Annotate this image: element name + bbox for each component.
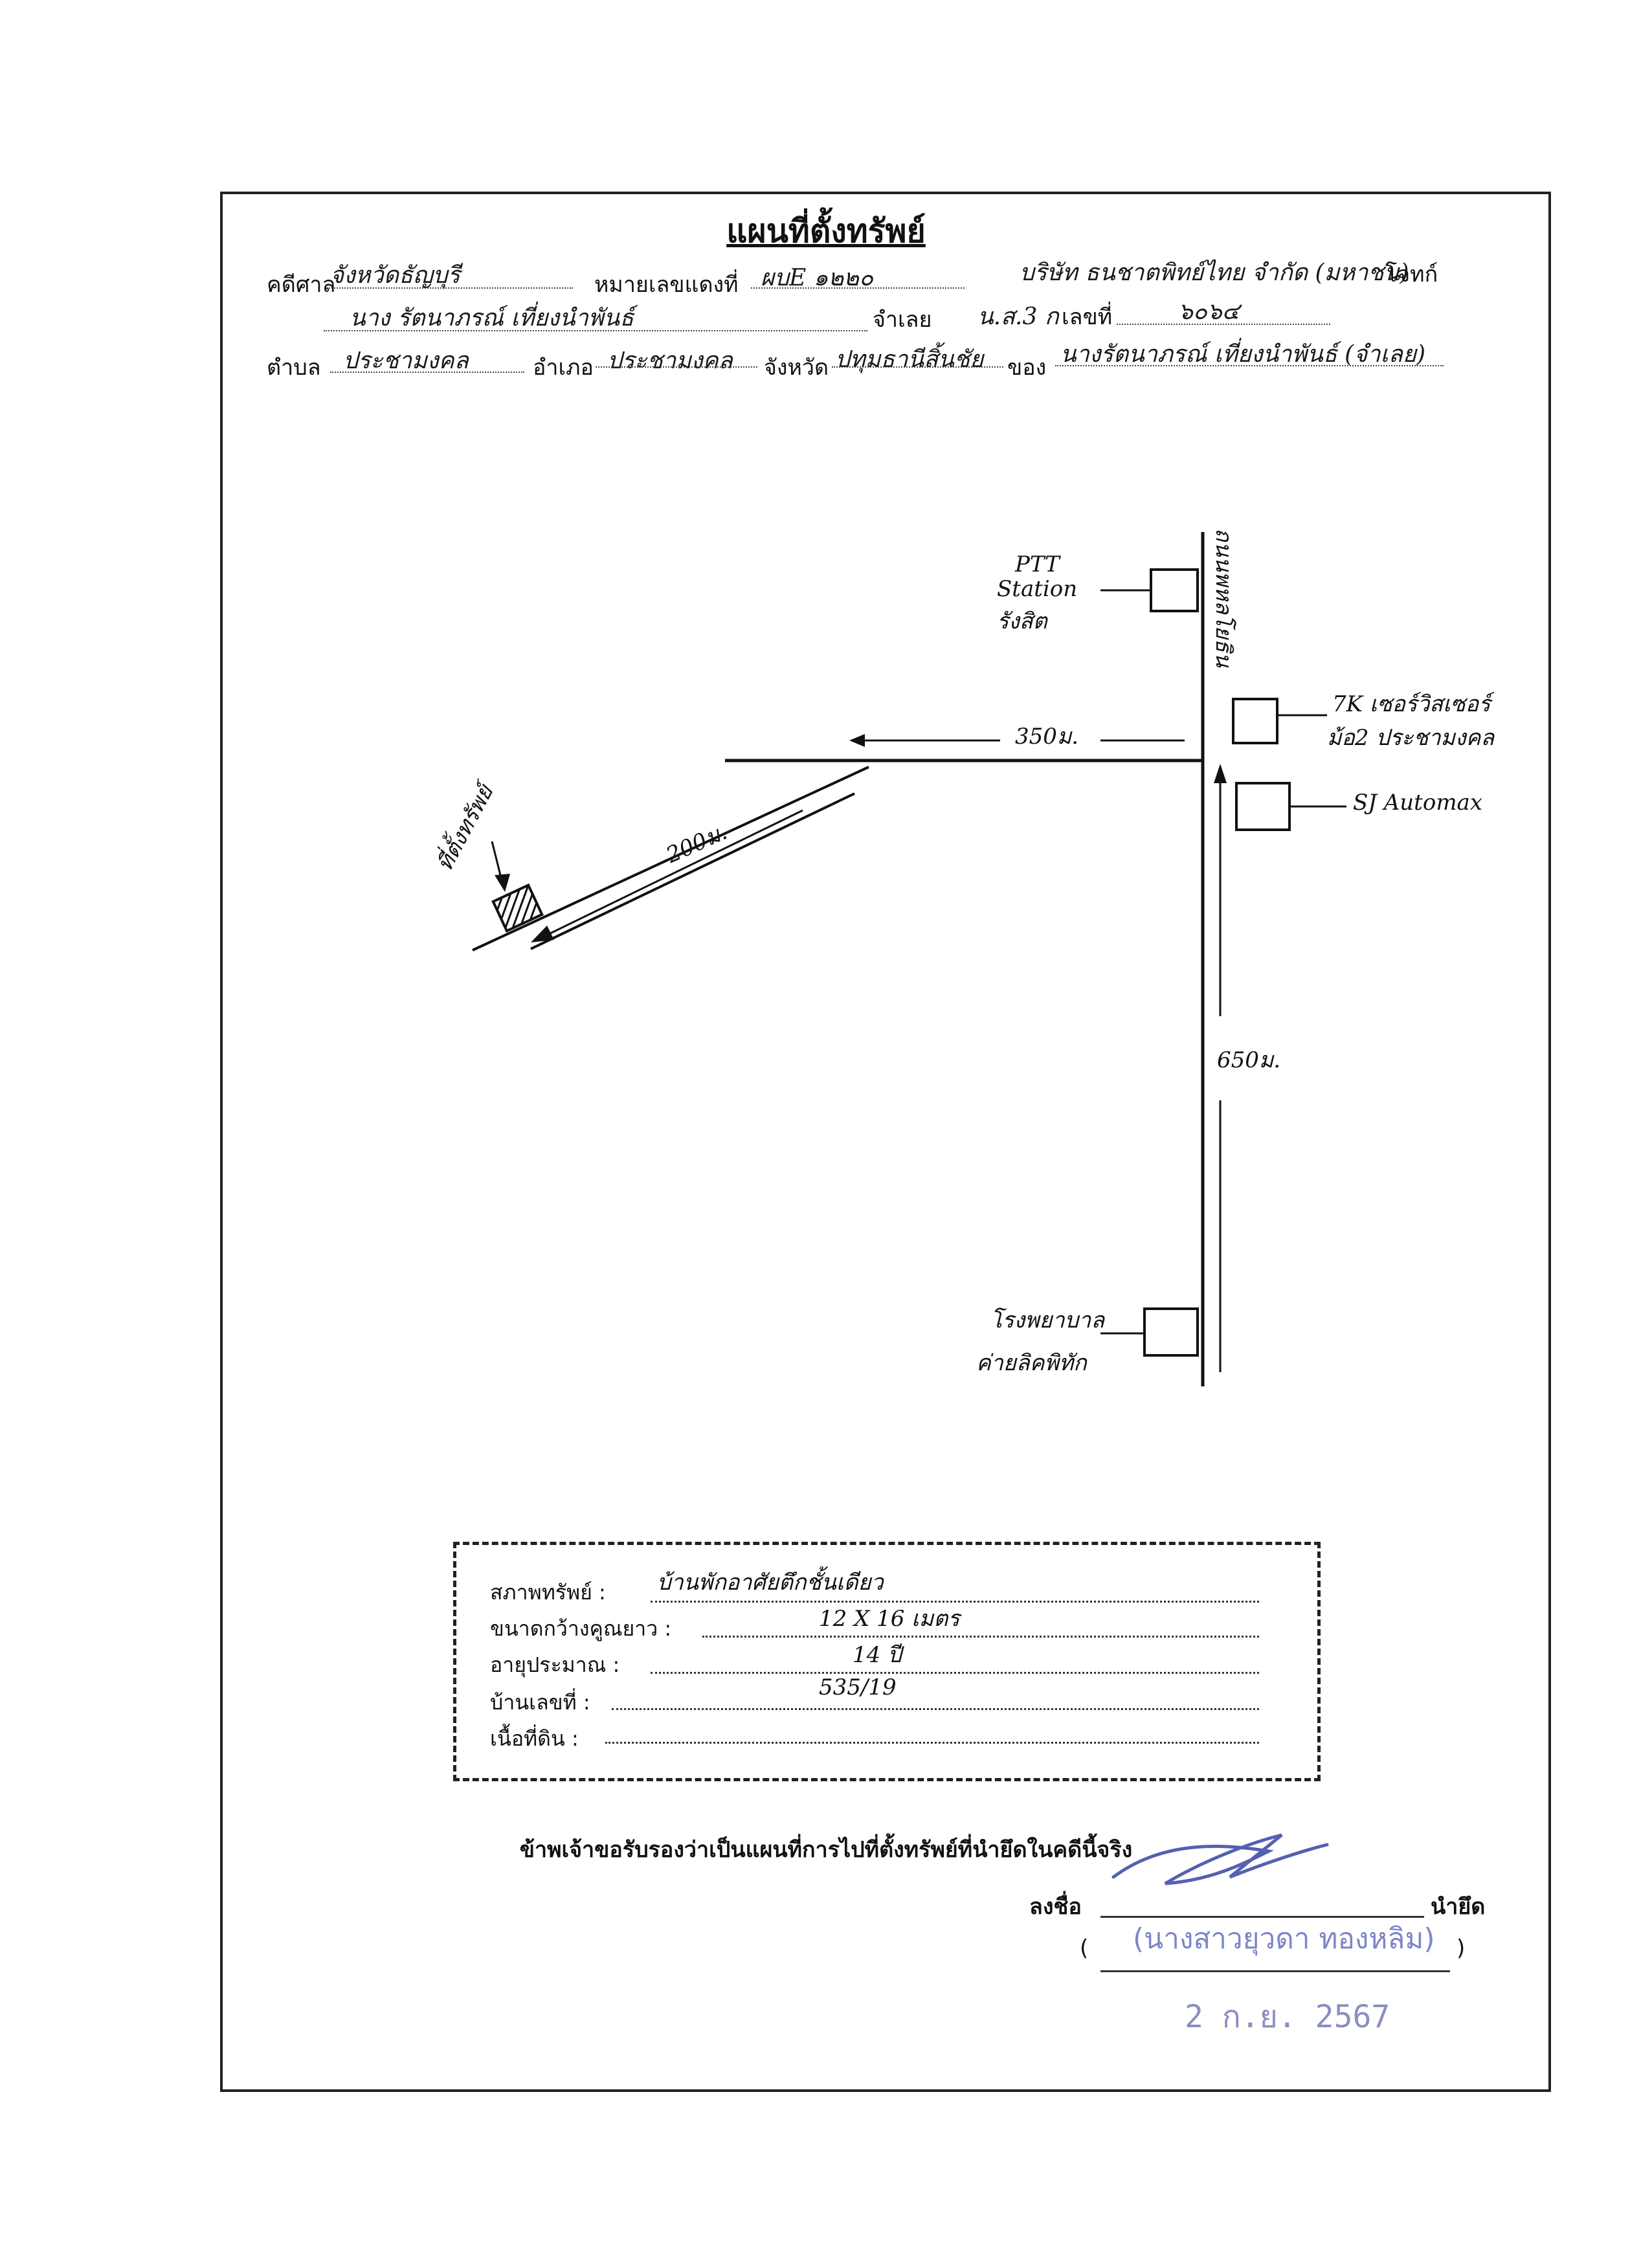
automax-label: SJ Automax (1353, 790, 1482, 816)
defendant-underline (324, 330, 867, 331)
province-label: จังหวัด (764, 355, 829, 381)
subdistrict-label: ตำบล (267, 355, 321, 381)
house-no-label: บ้านเลขที่ : (490, 1690, 590, 1715)
owner-value: นางรัตนาภรณ์ เที่ยงนำพันธ์ (จำเลย) (1060, 341, 1425, 368)
defendant-label: จำเลย (873, 307, 932, 333)
district-underline (596, 366, 757, 368)
owner-underline (1055, 365, 1444, 366)
hospital-label-2: ค่ายลิคพิทัก (976, 1350, 1087, 1376)
province-value: ปทุมธานีสิ้นชัย (835, 346, 984, 373)
land-label: เนื้อที่ดิน : (490, 1726, 579, 1751)
defendant-value: นาง รัตนาภรณ์ เที่ยงนำพันธ์ (350, 305, 634, 331)
age-value: 14 ปี (853, 1642, 902, 1668)
number-value: ๖๐๖๔ (1178, 298, 1240, 325)
diagonal-arrow (550, 809, 803, 935)
diagonal-arrowhead (531, 926, 554, 942)
diagonal-road-upper (472, 766, 869, 951)
shop-label-1: 7K เซอร์วิสเซอร์ (1332, 691, 1491, 717)
size-value: 12 X 16 เมตร (819, 1606, 960, 1632)
land-dots (605, 1742, 1259, 1744)
target-pointer (491, 841, 503, 881)
subdistrict-underline (330, 372, 524, 373)
subdistrict-value: ประชามงคล (343, 348, 469, 374)
house-no-value: 535/19 (819, 1674, 897, 1700)
automax-box (1235, 782, 1291, 831)
province-underline (832, 366, 1003, 368)
case-value: ผบE ๑๒๒๐ (761, 265, 873, 291)
close-paren: ) (1457, 1935, 1466, 1961)
name-underline (1100, 1970, 1450, 1972)
distance-main-label: 650ม. (1217, 1047, 1281, 1073)
ptt-label-3: รังสิต (997, 608, 1047, 634)
sign-label: ลงชื่อ (1029, 1894, 1082, 1920)
size-dots (702, 1636, 1259, 1638)
deed-value: น.ส.3 ก (977, 304, 1059, 330)
condition-dots (651, 1601, 1259, 1603)
hospital-box (1143, 1307, 1199, 1357)
shop-label-2: ม้อ2 ประชามงคล (1327, 725, 1495, 751)
shop-box (1232, 698, 1278, 744)
age-dots (651, 1672, 1259, 1674)
target-pointer-head (495, 874, 510, 892)
size-label: ขนาดกว้างคูณยาว : (490, 1616, 672, 1641)
main-arrowhead (1214, 764, 1227, 783)
district-label: อำเภอ (533, 355, 594, 381)
diagonal-road-lower (530, 792, 855, 950)
sign-underline (1100, 1916, 1424, 1918)
open-paren: ( (1080, 1935, 1089, 1961)
role-label: นำยึด (1431, 1894, 1486, 1920)
plaintiff-suffix: โจทก์ (1385, 261, 1438, 287)
district-value: ประชามงคล (607, 348, 733, 374)
number-underline (1117, 324, 1330, 325)
distance-branch-label: 350ม. (1015, 724, 1079, 750)
branch-arrowhead (849, 734, 865, 747)
ptt-station-box (1150, 568, 1199, 612)
document-frame (220, 192, 1551, 2092)
condition-value: บ้านพักอาศัยตึกชั้นเดียว (657, 1570, 884, 1595)
ptt-label-2: Station (997, 576, 1078, 602)
case-underline (751, 287, 965, 289)
ptt-label-1: PTT (1015, 551, 1060, 577)
condition-label: สภาพทรัพย์ : (490, 1580, 606, 1605)
number-label: เลขที่ (1062, 304, 1113, 330)
case-label: หมายเลขแดงที่ (594, 272, 739, 298)
court-underline (327, 287, 573, 289)
house-no-dots (612, 1708, 1259, 1710)
name-stamp: (นางสาวยุวดา ทองหลิม) (1133, 1922, 1435, 1955)
plaintiff-value: บริษัท ธนชาตพิทย์ไทย จำกัด (มหาชน) (1020, 260, 1409, 286)
page-title: แผนที่ตั้งทรัพย์ (726, 212, 926, 250)
property-info-box: สภาพทรัพย์ : บ้านพักอาศัยตึกชั้นเดียว ขน… (453, 1542, 1321, 1781)
of-label: ของ (1007, 355, 1047, 381)
age-label: อายุประมาณ : (490, 1652, 620, 1677)
court-label: คดีศาล (267, 272, 336, 298)
target-property-marker (491, 883, 544, 933)
certification-text: ข้าพเจ้าขอรับรองว่าเป็นแผนที่การไปที่ตั้… (519, 1837, 1133, 1863)
hospital-label-1: โรงพยาบาล (990, 1307, 1105, 1333)
court-value: จังหวัดธัญบุรี (330, 262, 460, 289)
date-stamp: 2 ก.ย. 2567 (1185, 1999, 1390, 2035)
road-name-label: ถนนพหลโยธิน (1211, 528, 1236, 667)
